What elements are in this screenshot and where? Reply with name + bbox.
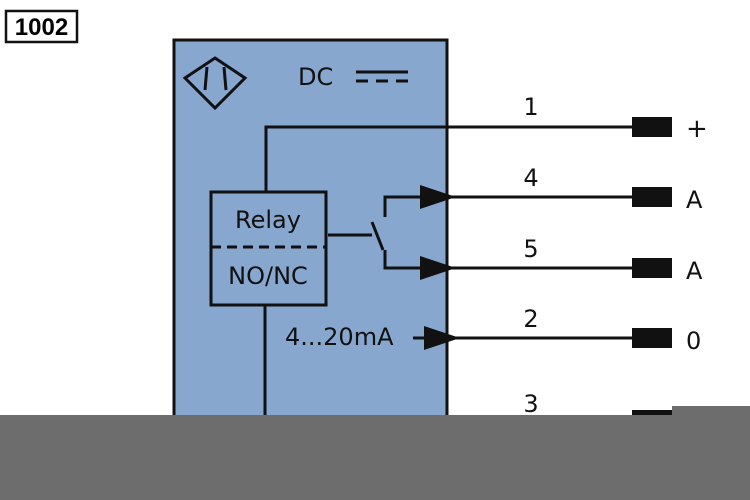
pin-function-4: A	[686, 186, 703, 214]
footer-band	[0, 415, 750, 500]
terminal-pin-4	[632, 187, 672, 207]
relay-bottom-label: NO/NC	[228, 262, 308, 290]
dc-symbol-icon	[356, 70, 408, 83]
pin-function-5: A	[686, 257, 703, 285]
relay-top-label: Relay	[235, 206, 301, 234]
pin-terminals	[632, 117, 672, 430]
pin-function-2: 0	[686, 327, 701, 355]
output-arrows	[420, 185, 460, 350]
supply-label: DC	[298, 63, 333, 91]
pin-number-4: 4	[523, 164, 538, 192]
terminal-pin-2	[632, 328, 672, 348]
relay-box: Relay NO/NC	[209, 190, 328, 307]
footer-band-notch	[672, 406, 750, 418]
pin-number-1: 1	[523, 93, 538, 121]
pin-number-3: 3	[523, 390, 538, 418]
diagram-id-box: 1002	[4, 9, 79, 44]
pin-number-5: 5	[523, 235, 538, 263]
arrow-icon	[424, 326, 460, 350]
pin-number-2: 2	[523, 305, 538, 333]
arrow-icon	[420, 185, 456, 209]
diagram-id: 1002	[15, 14, 68, 41]
arrow-icon	[420, 256, 456, 280]
sensor-diamond-icon	[182, 56, 248, 111]
terminal-pin-5	[632, 258, 672, 278]
pin-function-1: +	[686, 114, 708, 144]
analog-output-label: 4...20mA	[285, 323, 394, 351]
terminal-pin-1	[632, 117, 672, 137]
